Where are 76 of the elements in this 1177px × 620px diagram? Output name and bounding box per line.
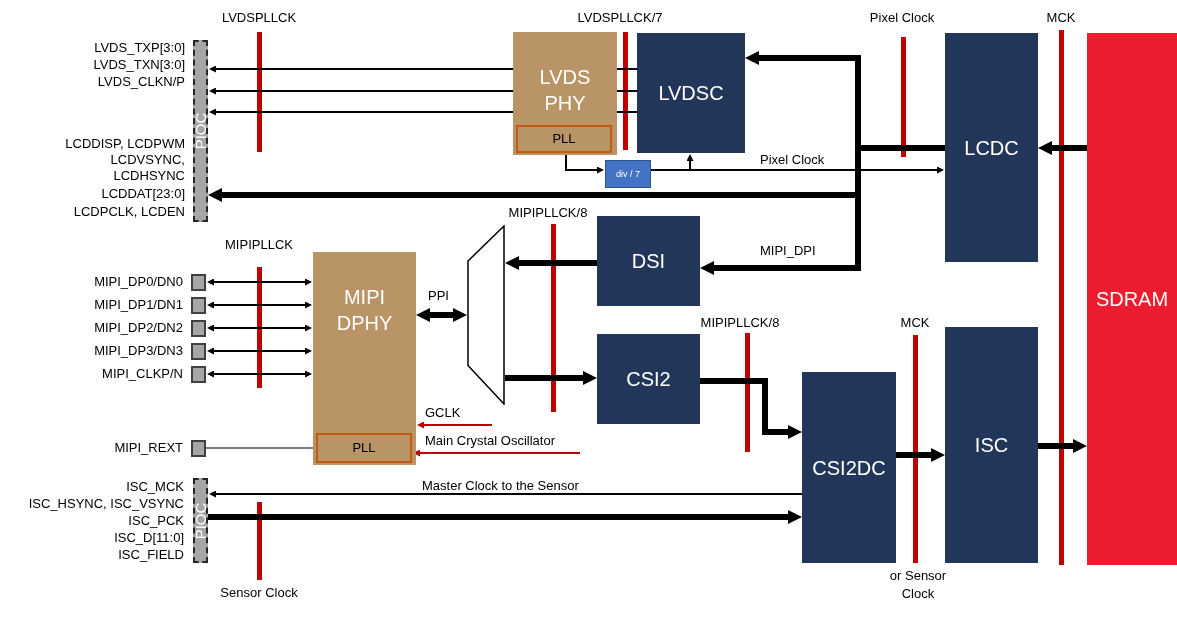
pll-box: PLL [516, 125, 612, 153]
pin-pad [191, 297, 206, 314]
io-controller-bar: PIOC [193, 40, 208, 222]
io-controller-bar: PIOC [193, 478, 208, 563]
pin-label: LVDS_TXP[3:0] [93, 40, 185, 56]
clock-label: or Sensor Clock [888, 567, 948, 603]
pin-label: MIPI_DP3/DN3 [93, 343, 183, 359]
pin-pad [191, 366, 206, 383]
pin-label: LVDS_CLKN/P [96, 74, 185, 90]
phy-block: LVDS PHY PLL [513, 32, 617, 155]
clock-label: LVDSPLLCK [220, 9, 298, 27]
controller-block: DSI [597, 216, 700, 306]
pin-label: ISC_MCK [125, 479, 184, 495]
arrow [417, 421, 493, 429]
clock-label: Sensor Clock [219, 584, 299, 602]
arrow [209, 490, 803, 498]
pin-label: LCDPCLK, LCDEN [72, 204, 185, 220]
edge-label: MIPI_DPI [760, 243, 817, 259]
controller-block: CSI2DC [802, 372, 896, 563]
pin-pad [191, 440, 206, 457]
connector-line [616, 111, 638, 113]
pll-box: PLL [316, 433, 412, 463]
pin-label: ISC_PCK [127, 513, 184, 529]
pin-pad [191, 320, 206, 337]
connector-line [616, 68, 638, 70]
edge-label: PPI [428, 288, 450, 304]
arrow [505, 256, 597, 270]
arrow [1038, 439, 1087, 453]
pin-label: LCDDAT[23:0] [100, 186, 185, 202]
arrow [207, 347, 312, 355]
pin-label: ISC_D[11:0] [113, 530, 184, 546]
arrow [1038, 141, 1087, 155]
controller-block: LCDC [945, 33, 1038, 262]
clock-label: MIPIPLLCK [224, 236, 294, 254]
pin-label: ISC_FIELD [117, 547, 184, 563]
controller-block: CSI2 [597, 334, 700, 424]
arrow [209, 108, 514, 116]
arrow [505, 371, 597, 385]
pin-label: LCDDISP, LCDPWM [64, 136, 185, 152]
pin-label: MIPI_CLKP/N [101, 366, 183, 382]
arrow [416, 308, 467, 322]
memory-block: SDRAM [1087, 33, 1177, 565]
edge-label: GCLK [425, 405, 462, 421]
clock-label: MCK [1045, 9, 1077, 27]
arrow [209, 87, 514, 95]
arrow [207, 370, 312, 378]
pin-label: MIPI_DP0/DN0 [93, 274, 183, 290]
edge-label: Pixel Clock [760, 152, 826, 168]
arrow [209, 65, 514, 73]
clock-label: Pixel Clock [868, 9, 936, 27]
controller-block: ISC [945, 327, 1038, 563]
arrow [207, 324, 312, 332]
pin-label: ISC_HSYNC, ISC_VSYNC [27, 496, 184, 512]
clock-label: MIPIPLLCK/8 [699, 314, 781, 332]
arrow [207, 301, 312, 309]
edge-label: Main Crystal Oscillator [425, 433, 557, 449]
pin-label: LVDS_TXN[3:0] [92, 57, 185, 73]
pin-label: MIPI_REXT [113, 440, 183, 456]
pin-label: LCDVSYNC, LCDHSYNC [109, 152, 185, 184]
arrow [208, 510, 802, 524]
pin-label: MIPI_DP2/DN2 [93, 320, 183, 336]
arrow [700, 378, 802, 439]
arrow [896, 448, 945, 462]
pin-label: MIPI_DP1/DN1 [93, 297, 183, 313]
phy-block: MIPI DPHY PLL [313, 252, 416, 465]
pin-pad [191, 274, 206, 291]
arrow [650, 166, 944, 174]
pin-pad [191, 343, 206, 360]
clock-label: MIPIPLLCK/8 [507, 204, 589, 222]
clock-label: LVDSPLLCK/7 [576, 9, 664, 27]
multiplexer-shape [467, 225, 505, 405]
arrow [207, 278, 312, 286]
edge-label: Master Clock to the Sensor [422, 478, 580, 494]
clock-label: MCK [899, 314, 931, 332]
connector-line [616, 90, 638, 92]
controller-block: LVDSC [637, 33, 745, 153]
